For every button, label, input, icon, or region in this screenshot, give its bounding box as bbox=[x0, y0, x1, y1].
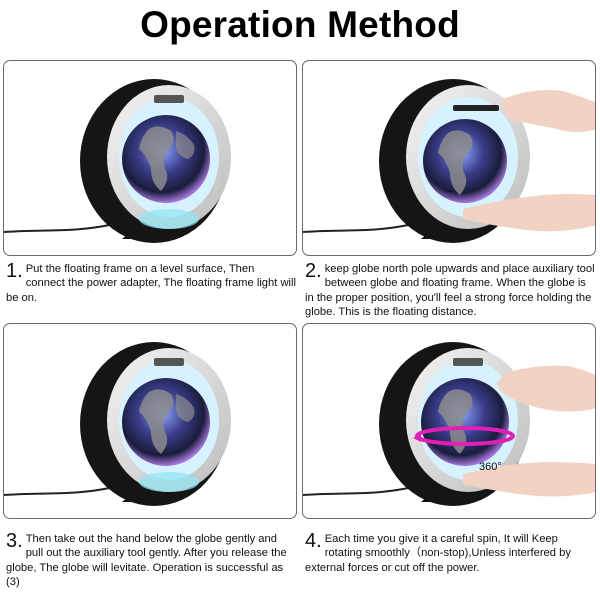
step-number: 3. bbox=[6, 530, 23, 552]
step-1-caption: 1. Put the floating frame on a level sur… bbox=[6, 260, 297, 305]
step-number: 1. bbox=[6, 260, 23, 282]
step-2-image-panel bbox=[302, 60, 596, 256]
levitating-globe-device-icon bbox=[4, 342, 231, 506]
step-3-caption: 3. Then take out the hand below the glob… bbox=[6, 530, 296, 590]
levitating-globe-device-icon bbox=[4, 79, 231, 243]
power-cable-icon bbox=[303, 223, 414, 233]
power-cable-icon bbox=[4, 223, 115, 233]
power-cable-icon bbox=[303, 486, 414, 496]
step-1-image-panel bbox=[3, 60, 297, 256]
hand-icon bbox=[497, 365, 595, 412]
step-number: 2. bbox=[305, 260, 322, 282]
step-3-image-panel bbox=[3, 323, 297, 519]
step-4-image-panel: 360° bbox=[302, 323, 596, 519]
step-text: keep globe north pole upwards and place … bbox=[305, 263, 595, 319]
hand-icon bbox=[463, 194, 595, 232]
levitating-globe-device-icon bbox=[303, 79, 595, 243]
step-text: Each time you give it a careful spin, It… bbox=[305, 533, 571, 574]
page-title: Operation Method bbox=[140, 4, 460, 45]
levitating-globe-device-icon: 360° bbox=[303, 342, 595, 506]
auxiliary-tool-icon bbox=[453, 105, 499, 111]
step-4-caption: 4. Each time you give it a careful spin,… bbox=[305, 530, 595, 575]
step-text: Then take out the hand below the globe g… bbox=[6, 533, 287, 589]
step-number: 4. bbox=[305, 530, 322, 552]
step-text: Put the floating frame on a level surfac… bbox=[6, 263, 297, 304]
rotation-label: 360° bbox=[479, 461, 502, 473]
power-cable-icon bbox=[4, 486, 115, 496]
step-2-caption: 2. keep globe north pole upwards and pla… bbox=[305, 260, 595, 320]
hand-icon bbox=[503, 90, 595, 132]
hand-icon bbox=[463, 462, 595, 497]
